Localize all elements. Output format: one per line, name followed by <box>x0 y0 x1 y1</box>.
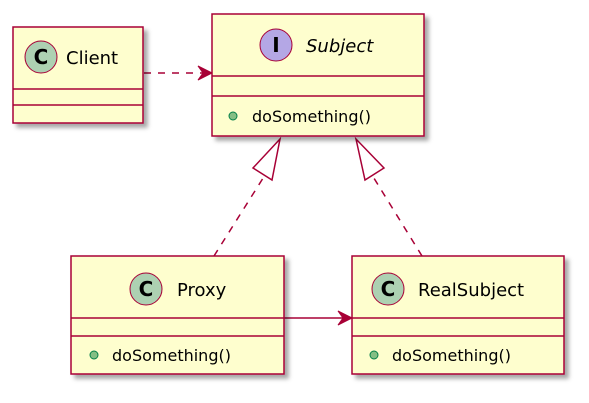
association-proxy-realsubject <box>284 310 354 326</box>
edges <box>144 65 423 326</box>
public-visibility-icon <box>89 350 99 360</box>
class-proxy-name: Proxy <box>177 280 227 301</box>
public-visibility-icon <box>228 111 238 121</box>
interface-badge-icon <box>259 28 293 62</box>
class-badge-letter: C <box>381 277 396 301</box>
class-badge-icon <box>371 272 405 306</box>
member-dosomething: doSomething() <box>112 346 231 365</box>
class-proxy[interactable] <box>70 255 285 375</box>
member-dosomething: doSomething() <box>252 107 371 126</box>
interface-subject[interactable] <box>211 13 425 137</box>
realization-proxy-subject <box>213 136 282 257</box>
interface-badge-letter: I <box>272 33 279 57</box>
class-badge-icon <box>129 272 163 306</box>
interface-subject-members: doSomething() <box>228 107 371 126</box>
class-realsubject-members: doSomething() <box>369 346 511 365</box>
class-badge-letter: C <box>34 45 49 69</box>
realization-realsubject-subject <box>354 136 423 257</box>
class-client[interactable] <box>12 26 144 124</box>
dependency-client-subject <box>144 65 214 81</box>
class-proxy-header: C Proxy <box>129 272 227 306</box>
class-badge-icon <box>24 40 58 74</box>
class-realsubject-header: C RealSubject <box>371 272 524 306</box>
interface-subject-name: Subject <box>306 36 374 57</box>
public-visibility-icon <box>369 350 379 360</box>
class-badge-letter: C <box>139 277 154 301</box>
class-client-name: Client <box>66 48 118 69</box>
class-realsubject-name: RealSubject <box>418 280 524 301</box>
interface-subject-header: I Subject <box>259 28 374 62</box>
member-dosomething: doSomething() <box>392 346 511 365</box>
class-client-header: C Client <box>24 40 118 74</box>
class-proxy-members: doSomething() <box>89 346 231 365</box>
